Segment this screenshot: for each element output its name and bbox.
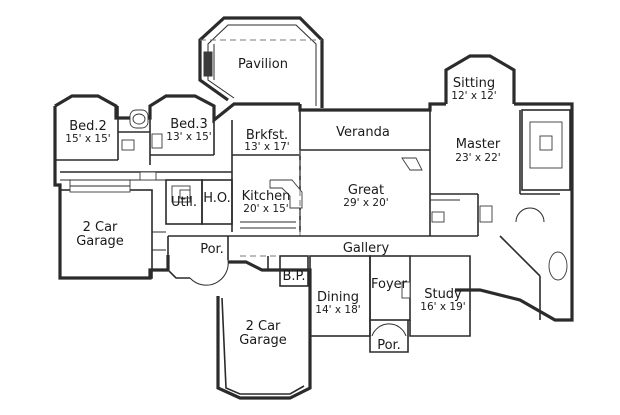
left-garage (59, 179, 166, 279)
dining-label: Dining (317, 290, 359, 305)
veranda-great (299, 104, 431, 237)
foyer-label: Foyer (371, 277, 408, 292)
service-zone (165, 104, 303, 232)
garage-left-label-2: Garage (76, 234, 124, 249)
front-rooms (309, 255, 471, 353)
sitting-label: Sitting (453, 76, 495, 91)
sitting-dims: 12' x 12' (451, 90, 496, 102)
util-label: Util. (171, 195, 197, 210)
garage-bottom-label-2: Garage (239, 333, 287, 348)
bp-label: B.P. (283, 269, 306, 284)
veranda-label: Veranda (336, 125, 390, 140)
bedroom-wing (55, 106, 232, 181)
master-dims: 23' x 22' (455, 152, 500, 164)
great-label: Great (348, 183, 384, 198)
gallery-label: Gallery (343, 241, 390, 256)
brkfst-label: Brkfst. (246, 128, 288, 143)
room-labels: Pavilion Veranda Bed.2 15' x 15' Bed.3 1… (65, 57, 501, 353)
ho-label: H.O. (203, 191, 231, 206)
garage-left-label-1: 2 Car (83, 220, 118, 235)
garage-bottom-label-1: 2 Car (246, 319, 281, 334)
pavilion-label: Pavilion (238, 57, 288, 72)
master-suite (430, 109, 571, 320)
porch-left-label: Por. (200, 242, 224, 257)
bed2-dims: 15' x 15' (65, 133, 110, 145)
kitchen-dims: 20' x 15' (243, 203, 288, 215)
master-label: Master (456, 137, 501, 152)
bed2-label: Bed.2 (69, 119, 107, 134)
great-dims: 29' x 20' (343, 197, 388, 209)
bed3-dims: 13' x 15' (166, 131, 211, 143)
pavilion-structure (198, 16, 324, 108)
brkfst-dims: 13' x 17' (244, 141, 289, 153)
study-dims: 16' x 19' (420, 301, 465, 313)
porch-front-label: Por. (377, 338, 401, 353)
dining-dims: 14' x 18' (315, 304, 360, 316)
porch-left (167, 236, 229, 286)
bed3-label: Bed.3 (170, 117, 208, 132)
kitchen-label: Kitchen (242, 189, 291, 204)
study-label: Study (424, 287, 462, 302)
bottom-garage (216, 255, 312, 400)
